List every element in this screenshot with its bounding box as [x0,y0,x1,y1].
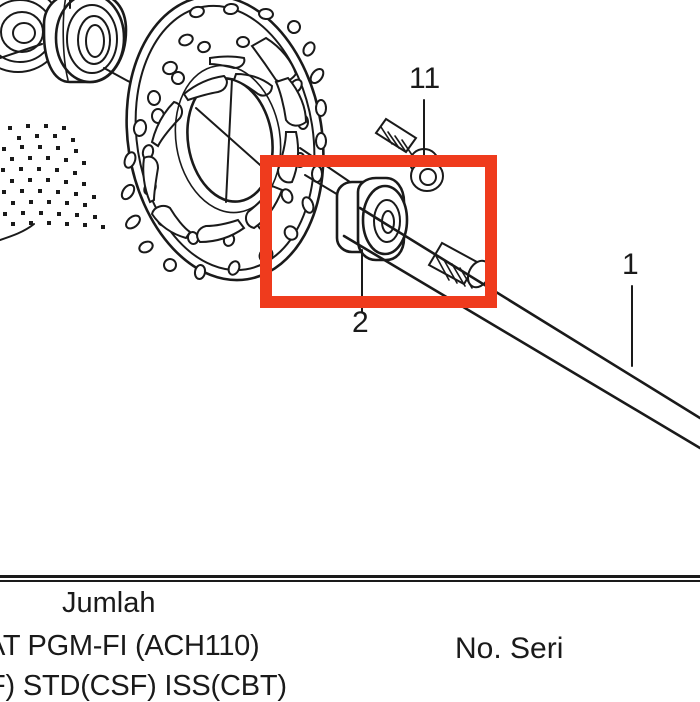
stipple-edge-curve [0,223,35,241]
callout-number-1: 1 [622,248,639,281]
table-top-rule [0,575,700,578]
table-variant-row: F) STD(CSF) ISS(CBT) [0,670,287,702]
callout-number-2: 2 [352,306,369,339]
wheel-bearing-large [42,0,128,84]
callout-number-11: 11 [409,62,441,95]
table-header-serial-number: No. Seri [455,632,564,665]
front-axle-shaft [342,206,700,450]
red-highlight-annotation-box [260,155,497,308]
table-model-row: AT PGM-FI (ACH110) [0,630,260,662]
parts-table-block: Jumlah AT PGM-FI (ACH110) F) STD(CSF) IS… [0,575,700,702]
stipple-shading-block [1,124,105,229]
table-top-rule-secondary [0,580,700,582]
leader-small-bearing [0,43,43,59]
table-header-quantity: Jumlah [62,587,156,619]
distance-collar-bushing [335,176,409,262]
